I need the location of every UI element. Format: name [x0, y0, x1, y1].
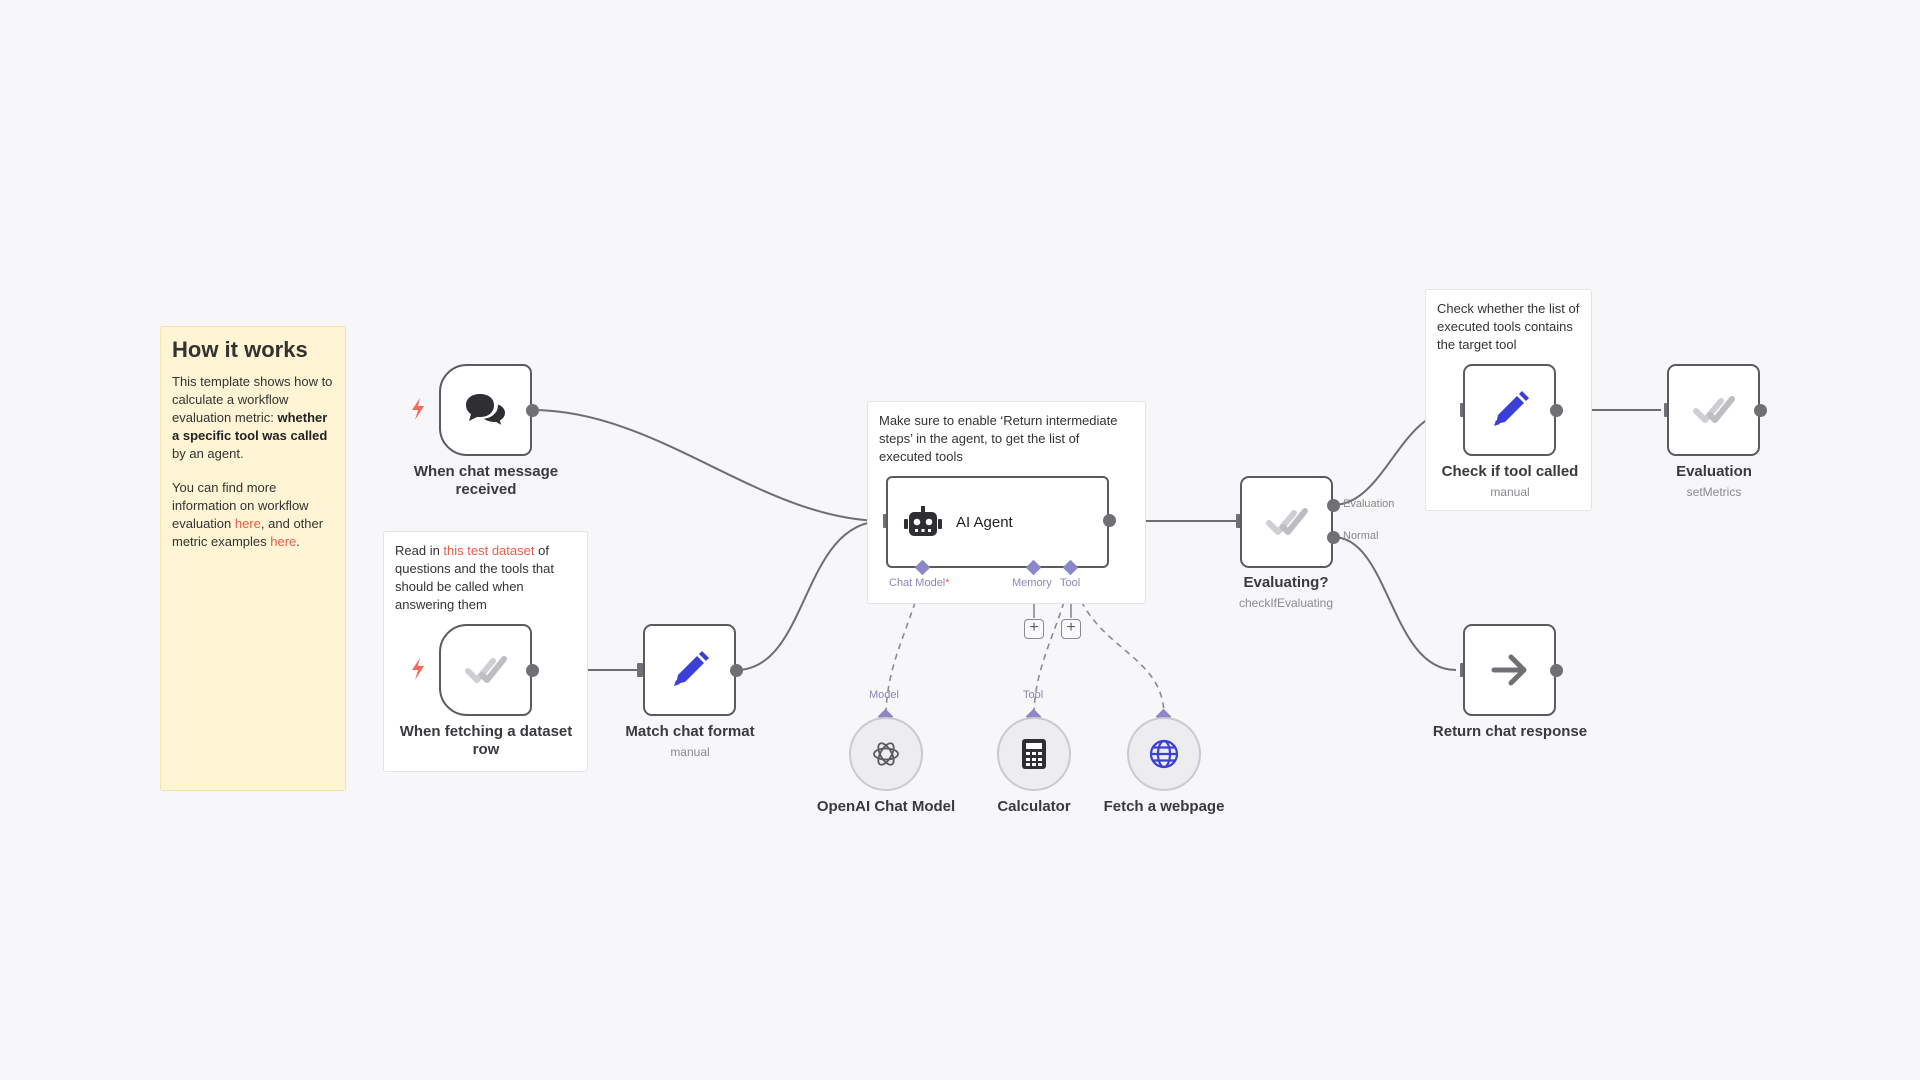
- globe-icon: [1149, 739, 1179, 769]
- node-label: OpenAI Chat Model: [816, 798, 956, 815]
- robot-icon: [904, 506, 942, 536]
- node-sublabel: checkIfEvaluating: [1238, 596, 1334, 610]
- connection-chat-to-agent: [531, 409, 884, 522]
- port-label-tool: Tool: [1060, 577, 1081, 589]
- sticky-paragraph-1: This template shows how to calculate a w…: [172, 374, 333, 461]
- node-fetch-webpage[interactable]: [1127, 717, 1201, 791]
- port-label-memory: Memory: [1012, 577, 1052, 589]
- node-dataset-trigger[interactable]: [439, 624, 532, 716]
- lightning-bolt-icon: [412, 398, 424, 420]
- node-label: Calculator: [997, 798, 1071, 815]
- pencil-icon: [673, 651, 709, 686]
- node-sublabel: setMetrics: [1686, 485, 1742, 499]
- output-label-normal: Normal: [1343, 530, 1379, 542]
- calculator-icon: [1022, 739, 1046, 769]
- link-metric-examples[interactable]: here: [270, 534, 297, 549]
- node-calculator[interactable]: [997, 717, 1071, 791]
- lightning-bolt-icon: [412, 658, 424, 680]
- chat-bubbles-icon: [465, 394, 507, 429]
- openai-icon: [873, 742, 899, 766]
- sticky-paragraph-2: You can find more information on workflo…: [172, 480, 324, 549]
- input-port[interactable]: [637, 663, 643, 677]
- node-return-chat-response[interactable]: [1463, 624, 1556, 716]
- input-port[interactable]: [1236, 514, 1242, 528]
- arrow-right-icon: [1491, 654, 1526, 686]
- node-sublabel: manual: [1490, 485, 1530, 499]
- node-label: AI Agent: [956, 513, 1013, 531]
- add-tool-button[interactable]: +: [1061, 619, 1081, 639]
- node-label: Evaluating?: [1243, 574, 1329, 591]
- output-port[interactable]: [1550, 664, 1563, 677]
- port-label-model: Model: [869, 689, 899, 701]
- add-memory-button[interactable]: +: [1024, 619, 1044, 639]
- output-port[interactable]: [730, 664, 743, 677]
- output-port[interactable]: [526, 404, 539, 417]
- output-port[interactable]: [1103, 514, 1116, 527]
- pencil-icon: [1493, 391, 1529, 426]
- node-sublabel: manual: [670, 745, 710, 759]
- node-openai-chat-model[interactable]: [849, 717, 923, 791]
- sticky-check-note[interactable]: Check whether the list of executed tools…: [1425, 289, 1592, 511]
- node-evaluating[interactable]: [1240, 476, 1333, 568]
- node-label: When fetching a dataset row: [399, 723, 573, 758]
- port-label-chat-model: Chat Model*: [889, 577, 950, 589]
- check-icon: [1692, 396, 1735, 423]
- node-evaluation[interactable]: [1667, 364, 1760, 456]
- link-test-dataset[interactable]: this test dataset: [443, 543, 535, 558]
- node-label: When chat message received: [413, 463, 559, 498]
- output-port-normal[interactable]: [1327, 531, 1340, 544]
- node-label: Match chat format: [625, 723, 755, 740]
- node-label: Return chat response: [1432, 723, 1588, 740]
- node-label: Evaluation: [1676, 463, 1752, 480]
- connection-match-to-agent: [735, 520, 884, 671]
- node-match-chat-format[interactable]: [643, 624, 736, 716]
- link-evaluation-docs[interactable]: here: [234, 516, 261, 531]
- check-icon: [1265, 508, 1308, 535]
- output-label-evaluation: Evaluation: [1343, 498, 1395, 510]
- node-label: Fetch a webpage: [1103, 798, 1225, 815]
- node-label: Check if tool called: [1441, 463, 1579, 480]
- check-icon: [464, 656, 507, 683]
- node-chat-trigger[interactable]: [439, 364, 532, 456]
- output-port[interactable]: [1550, 404, 1563, 417]
- sticky-how-it-works[interactable]: How it works This template shows how to …: [160, 326, 346, 791]
- output-port-evaluation[interactable]: [1327, 499, 1340, 512]
- output-port[interactable]: [1754, 404, 1767, 417]
- port-label-tool: Tool: [1023, 689, 1044, 701]
- node-ai-agent[interactable]: AI Agent: [886, 476, 1109, 568]
- output-port[interactable]: [526, 664, 539, 677]
- sticky-title: How it works: [172, 337, 308, 362]
- node-check-tool-called[interactable]: [1463, 364, 1556, 456]
